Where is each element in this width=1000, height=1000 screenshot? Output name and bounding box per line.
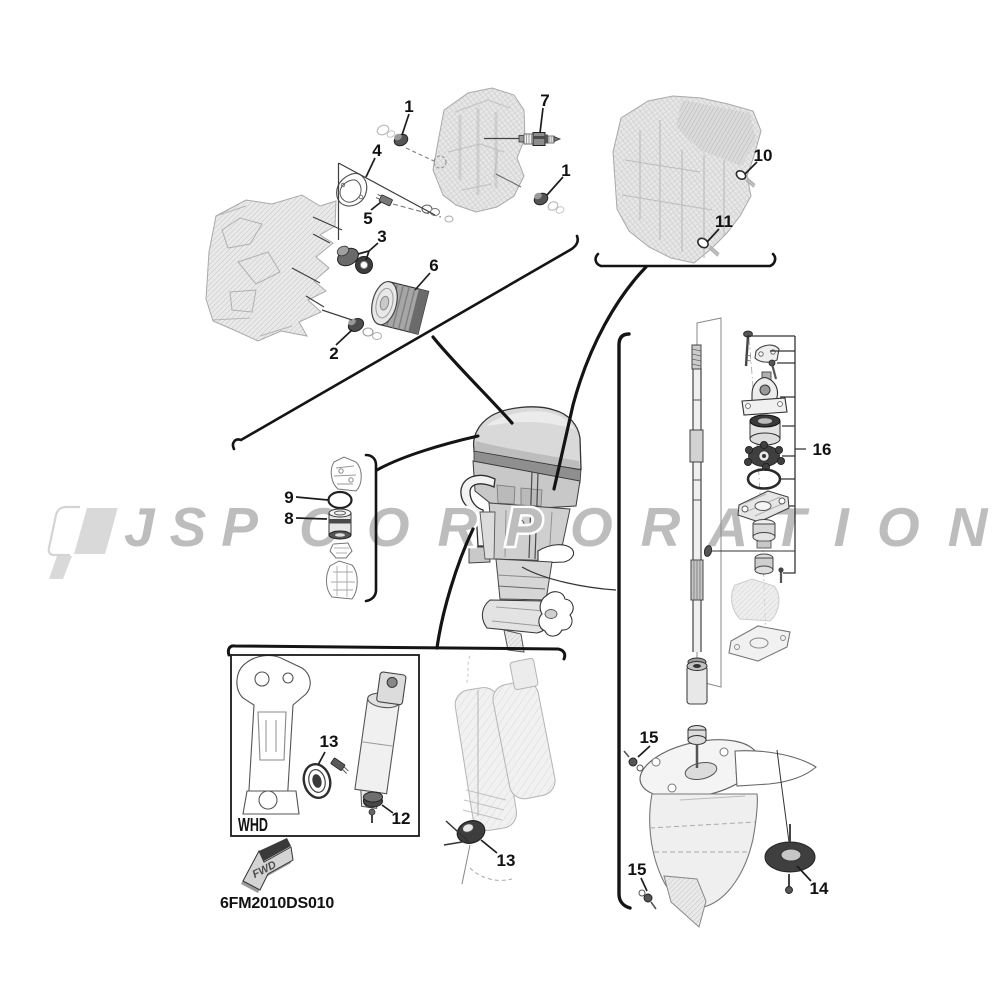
svg-text:CORPORATION: CORPORATION [299,496,1000,558]
svg-text:8: 8 [284,509,293,528]
svg-text:14: 14 [810,879,829,898]
svg-text:WHD: WHD [238,815,268,835]
svg-text:13: 13 [497,851,516,870]
svg-text:6: 6 [429,256,438,275]
svg-text:11: 11 [715,212,733,231]
svg-text:4: 4 [372,141,382,160]
svg-text:15: 15 [640,728,659,747]
svg-text:6FM2010DS010: 6FM2010DS010 [220,895,334,912]
svg-text:16: 16 [813,440,832,459]
svg-text:2: 2 [329,344,338,363]
svg-text:7: 7 [540,91,549,110]
svg-text:10: 10 [754,146,773,165]
svg-text:1: 1 [404,97,413,116]
svg-text:1: 1 [561,161,570,180]
svg-text:JSP: JSP [124,496,273,558]
svg-text:15: 15 [628,860,647,879]
svg-text:13: 13 [320,732,339,751]
svg-text:3: 3 [377,227,386,246]
svg-text:12: 12 [392,809,411,828]
svg-text:5: 5 [363,209,372,228]
svg-text:9: 9 [284,488,293,507]
